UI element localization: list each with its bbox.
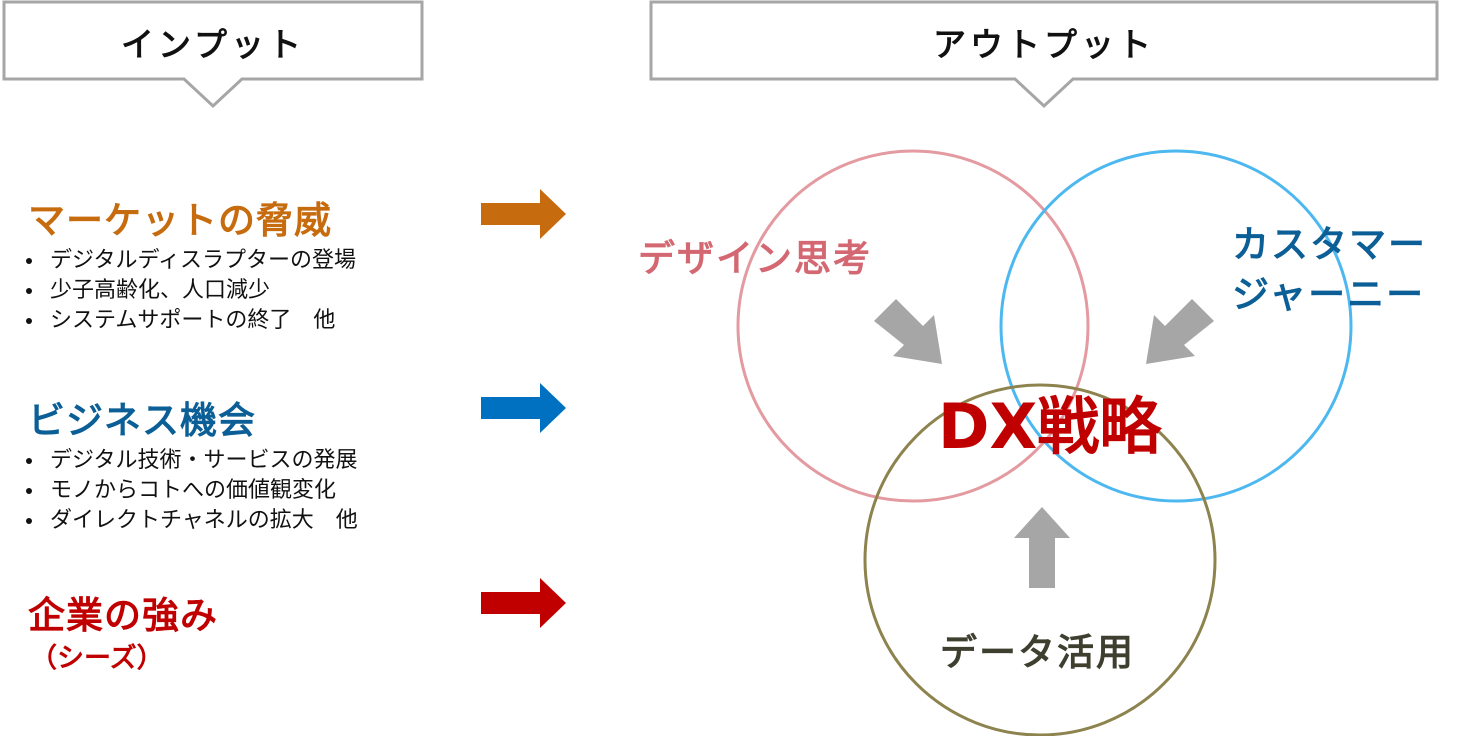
design-thinking-circle — [736, 149, 1090, 503]
market-arrow — [481, 189, 566, 239]
list-item: デジタルディスラプターの登場 — [22, 246, 356, 276]
data-utilization-circle — [863, 383, 1217, 736]
market-threats-title: マーケットの脅威 — [28, 199, 332, 242]
data-to-center-arrow — [1014, 507, 1070, 588]
customer-journey-label-line1: カスタマー — [1232, 223, 1427, 266]
strengths-arrow — [481, 578, 566, 628]
list-item: モノからコトへの価値観変化 — [22, 476, 358, 506]
company-strengths-title: 企業の強み — [28, 594, 218, 637]
design-thinking-label: デザイン思考 — [638, 237, 872, 280]
list-item: デジタル技術・サービスの発展 — [22, 446, 358, 476]
market-threats-list: デジタルディスラプターの登場 少子高齢化、人口減少 システムサポートの終了 他 — [22, 246, 356, 336]
output-header: アウトプット — [933, 25, 1155, 64]
list-item: システムサポートの終了 他 — [22, 306, 356, 336]
data-utilization-label: データ活用 — [940, 631, 1135, 674]
input-header-box — [2, 0, 424, 109]
business-arrow — [481, 383, 566, 433]
customer-journey-circle — [999, 149, 1353, 503]
customer-journey-label-line2: ジャーニー — [1232, 273, 1426, 316]
input-header: インプット — [120, 25, 305, 64]
output-header-box — [649, 0, 1439, 109]
company-strengths-subtitle: （シーズ） — [30, 643, 164, 674]
design-to-center-arrow — [874, 299, 942, 364]
list-item: ダイレクトチャネルの拡大 他 — [22, 506, 358, 536]
business-opportunity-title: ビジネス機会 — [28, 399, 256, 442]
list-item: 少子高齢化、人口減少 — [22, 276, 356, 306]
customer-to-center-arrow — [1146, 299, 1214, 364]
dx-strategy-label: DX戦略 — [938, 390, 1162, 463]
business-opportunity-list: デジタル技術・サービスの発展 モノからコトへの価値観変化 ダイレクトチャネルの拡… — [22, 446, 358, 536]
